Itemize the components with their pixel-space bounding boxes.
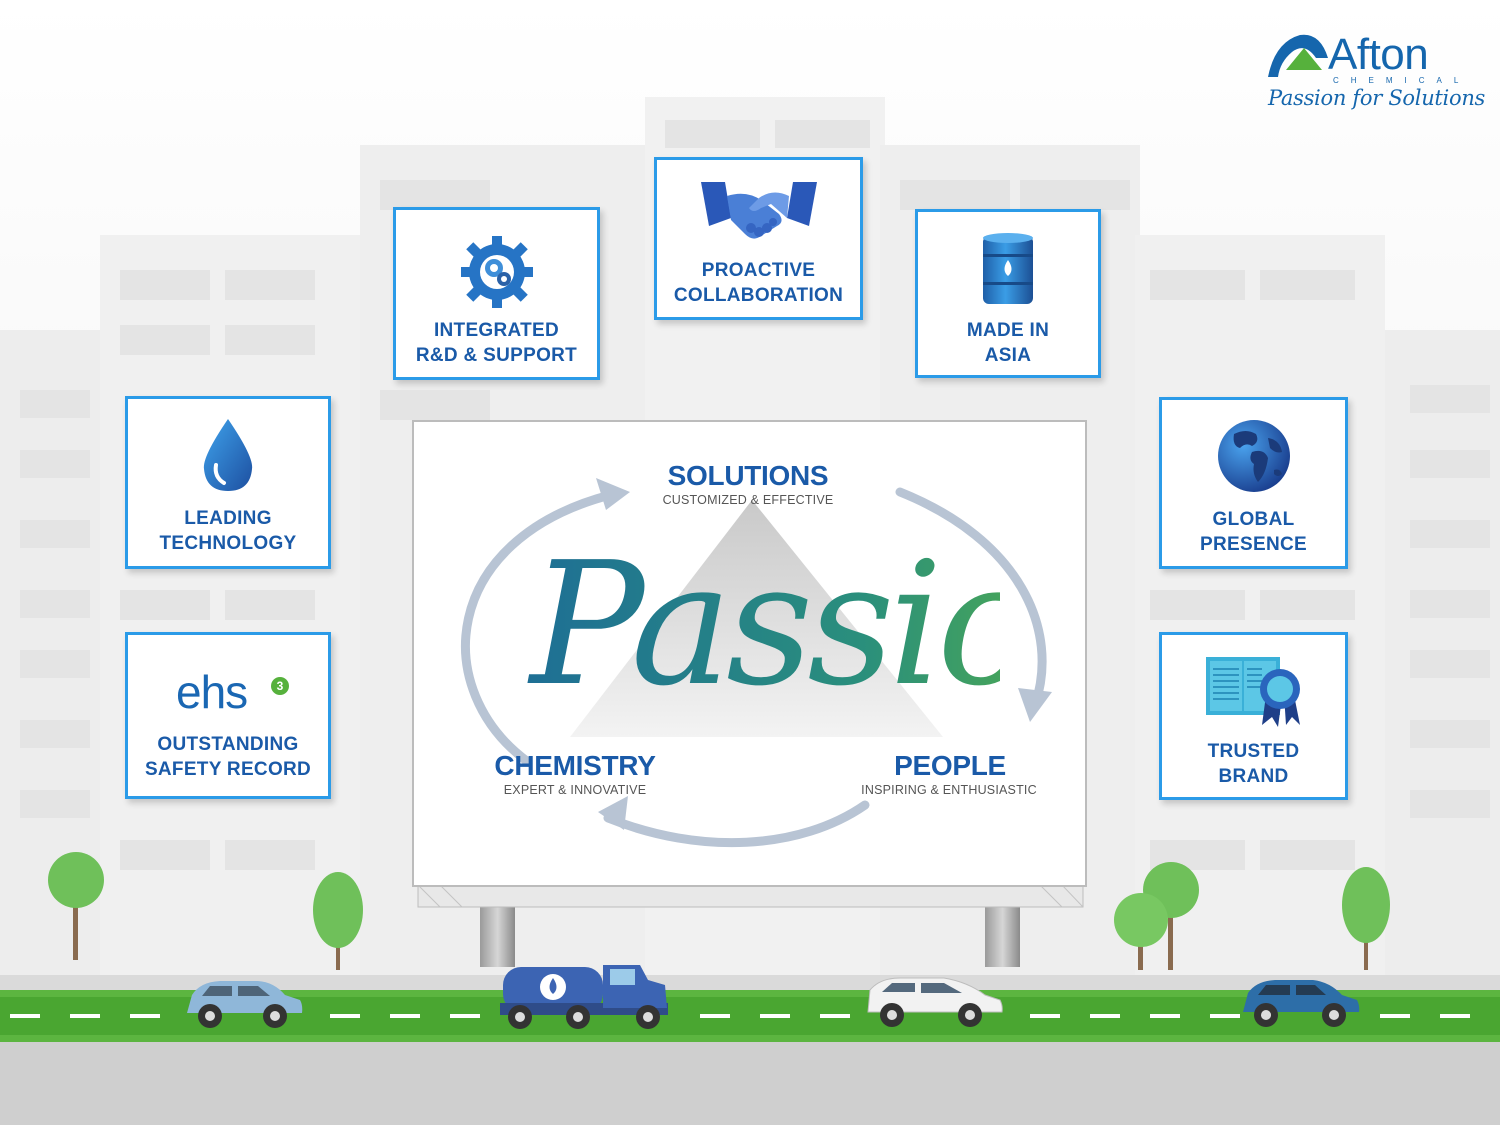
card-label-line1: LEADING [184, 508, 272, 529]
ehs-logo-badge: 3 [271, 677, 289, 695]
tree-4 [1342, 867, 1390, 970]
card-label-line2: BRAND [1218, 766, 1289, 787]
book-ribbon-icon [1205, 657, 1300, 727]
card-label-line2: SAFETY RECORD [144, 759, 312, 780]
gears-icon [460, 236, 533, 308]
billboard-triangle [570, 500, 943, 737]
cycle-arrows [461, 487, 1047, 848]
handshake-icon [700, 182, 817, 239]
people-subtitle: INSPIRING & ENTHUSIASTIC [861, 783, 1037, 797]
card-global-presence: GLOBAL PRESENCE [1159, 397, 1348, 569]
afton-logo-mark [1268, 34, 1328, 77]
logo-name: Afton [1328, 30, 1429, 79]
people-title: PEOPLE [894, 750, 1006, 781]
passion-word: Passion [527, 526, 1000, 705]
card-trusted-brand: TRUSTED BRAND [1159, 632, 1348, 800]
road-dashes [10, 1014, 1470, 1018]
card-label-line1: PROACTIVE [701, 260, 816, 281]
card-label-line1: INTEGRATED [433, 320, 560, 341]
card-label-line2: ASIA [984, 345, 1032, 366]
card-label-line1: GLOBAL [1212, 509, 1295, 530]
car-3 [1243, 980, 1360, 1027]
card-integrated-rnd-support: INTEGRATED R&D & SUPPORT [393, 207, 600, 380]
card-leading-technology: LEADING TECHNOLOGY [125, 396, 331, 569]
car-1 [187, 981, 303, 1028]
card-label-line2: R&D & SUPPORT [415, 345, 578, 366]
ehs-logo-text: ehs [176, 666, 248, 718]
oil-barrel-icon [983, 233, 1033, 304]
tree-2 [313, 872, 363, 970]
passion-text: Passion [527, 526, 1000, 705]
chemistry-title: CHEMISTRY [494, 750, 656, 781]
solutions-subtitle: CUSTOMIZED & EFFECTIVE [662, 493, 834, 507]
card-label-line2: PRESENCE [1200, 534, 1307, 555]
card-label-line2: COLLABORATION [673, 285, 844, 306]
car-2 [867, 977, 1003, 1027]
card-label-line1: MADE IN [966, 320, 1050, 341]
globe-icon [1217, 420, 1290, 492]
card-outstanding-safety-record: ehs 3 OUTSTANDING SAFETY RECORD [125, 632, 331, 799]
solutions-title: SOLUTIONS [667, 460, 829, 491]
droplet-icon [203, 419, 253, 491]
tanker-truck [500, 965, 668, 1029]
card-made-in-asia: MADE IN ASIA [915, 209, 1101, 378]
card-label-line1: OUTSTANDING [157, 734, 299, 755]
card-label-line1: TRUSTED [1207, 741, 1300, 762]
logo-tagline: Passion for Solutions [1268, 86, 1486, 110]
tree-3 [1114, 862, 1199, 970]
logo-subname: CHEMICAL [1333, 76, 1471, 85]
card-label-line2: TECHNOLOGY [159, 533, 297, 554]
tree-1 [48, 852, 104, 960]
card-proactive-collaboration: PROACTIVE COLLABORATION [654, 157, 863, 320]
chemistry-subtitle: EXPERT & INNOVATIVE [503, 783, 647, 797]
